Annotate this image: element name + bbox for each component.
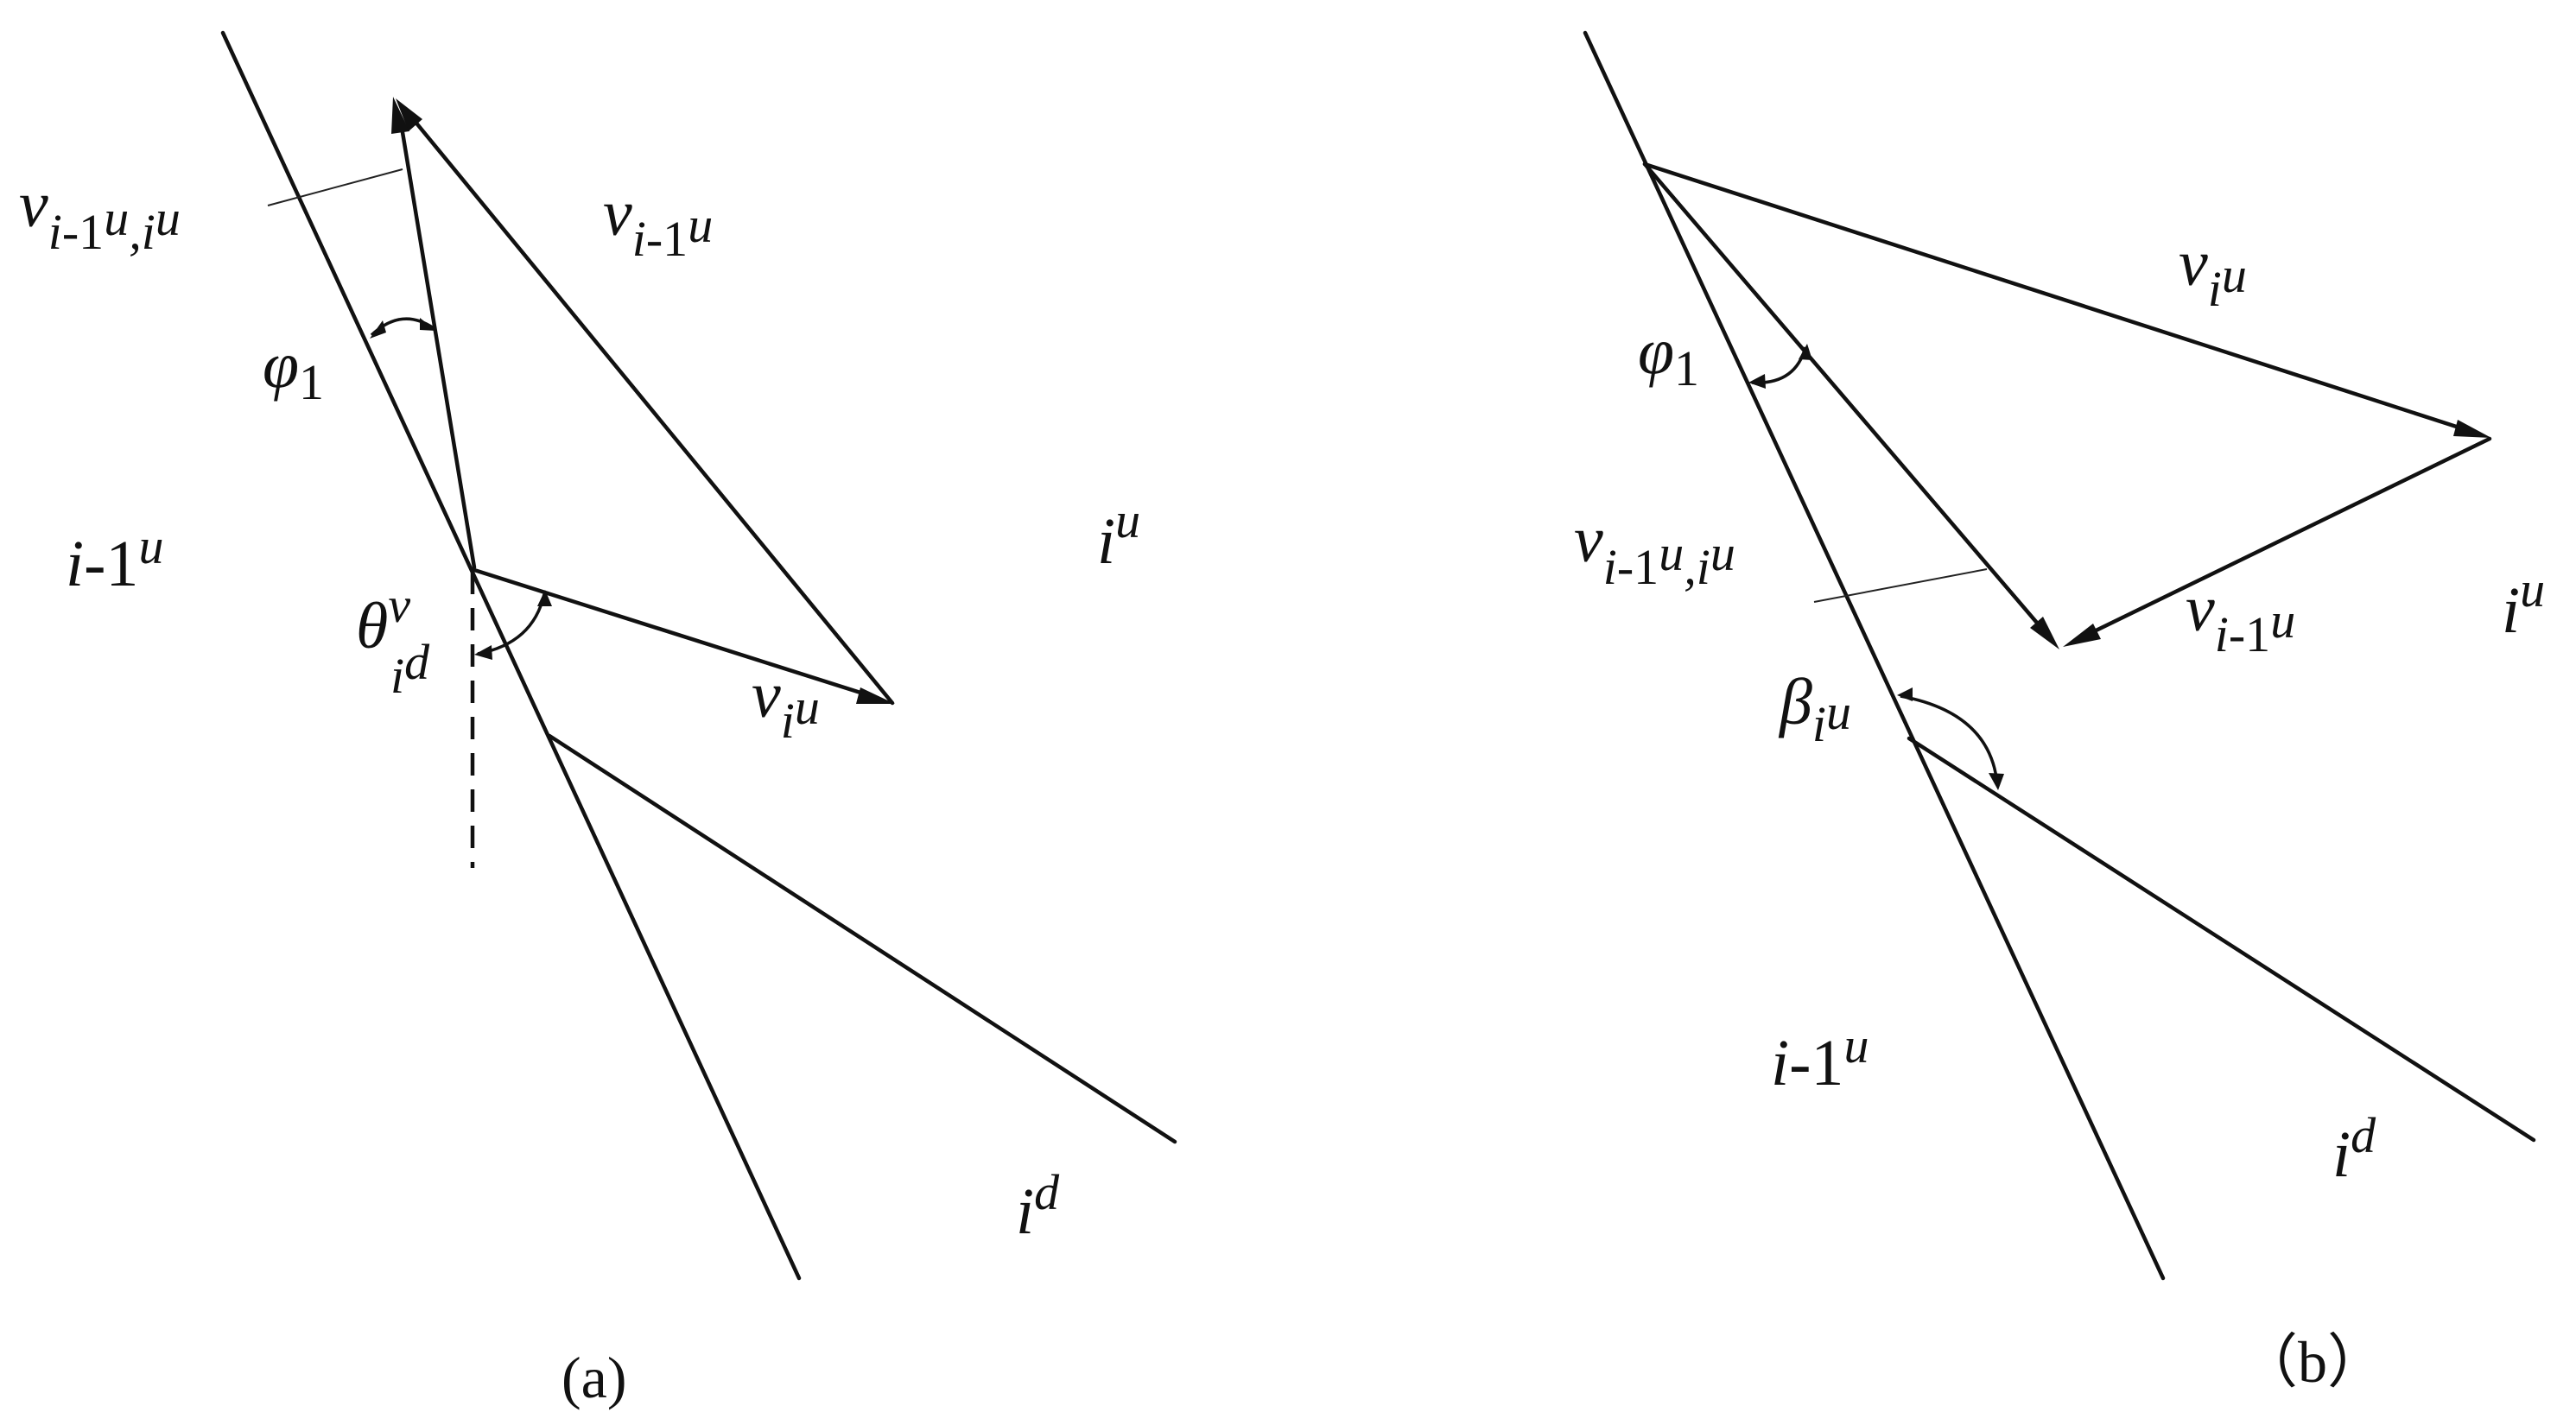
b-label-v-boundary: vi-1u,iu xyxy=(1574,504,1735,595)
b-label-beta: βiu xyxy=(1778,666,1851,752)
a-label-v-i: viu xyxy=(752,659,820,749)
b-arc-arrowhead-phi-right xyxy=(1799,344,1812,360)
b-arc-arrowhead-beta-left xyxy=(1897,687,1913,701)
a-vector-v-boundary xyxy=(397,114,477,570)
a-label-phi: φ1 xyxy=(263,329,324,410)
b-label-phi: φ1 xyxy=(1638,315,1699,396)
b-arrowhead-v-prev xyxy=(2063,624,2101,647)
a-label-v-boundary: vi-1u,iu xyxy=(19,168,181,260)
b-label-v-i: viu xyxy=(2179,227,2247,317)
b-arc-arrowhead-beta-right xyxy=(1989,773,2004,790)
a-boundary-line-lower xyxy=(547,733,1177,1144)
b-caption: （b） xyxy=(2239,1329,2386,1395)
a-caption: (a) xyxy=(562,1345,626,1410)
b-angle-arc-beta xyxy=(1900,694,1999,784)
a-vector-v-i xyxy=(472,567,879,700)
b-vector-v-i xyxy=(1642,162,2475,434)
a-vector-v-prev xyxy=(408,113,895,706)
b-boundary-line-upper xyxy=(1583,30,2166,1281)
a-label-region-d: id xyxy=(1016,1164,1060,1248)
b-label-region-prev: i-1u xyxy=(1771,1017,1869,1099)
a-label-v-prev: vi-1u xyxy=(603,177,713,267)
b-vector-v-prev xyxy=(2079,436,2492,640)
a-arrowhead-v-boundary xyxy=(391,97,409,134)
b-label-region-i: iu xyxy=(2502,561,2545,647)
b-arrowhead-v-boundary xyxy=(2030,617,2059,649)
b-leader-line xyxy=(1813,568,1988,603)
a-arrowhead-v-prev xyxy=(396,98,422,131)
a-label-region-prev: i-1u xyxy=(66,518,163,600)
a-boundary-line-upper xyxy=(220,30,802,1281)
a-arc-arrowhead-theta-right xyxy=(537,590,552,606)
panel-b xyxy=(1583,30,2536,1281)
b-label-v-prev: vi-1u xyxy=(2186,573,2295,662)
a-arc-arrowhead-theta-left xyxy=(474,645,492,660)
b-arc-arrowhead-phi-left xyxy=(1748,374,1766,389)
a-label-region-i: iu xyxy=(1097,492,1140,578)
a-leader-line xyxy=(267,168,403,206)
b-vector-v-boundary xyxy=(1642,162,2049,636)
b-boundary-line-lower xyxy=(1907,736,2536,1143)
panel-a xyxy=(220,30,1177,1281)
b-arrowhead-v-i xyxy=(2453,420,2491,438)
a-arc-arrowhead-phi-right xyxy=(420,318,436,331)
a-arc-arrowhead-phi-left xyxy=(370,320,386,339)
b-label-region-d: id xyxy=(2332,1107,2376,1191)
a-arrowhead-v-i xyxy=(856,687,895,704)
